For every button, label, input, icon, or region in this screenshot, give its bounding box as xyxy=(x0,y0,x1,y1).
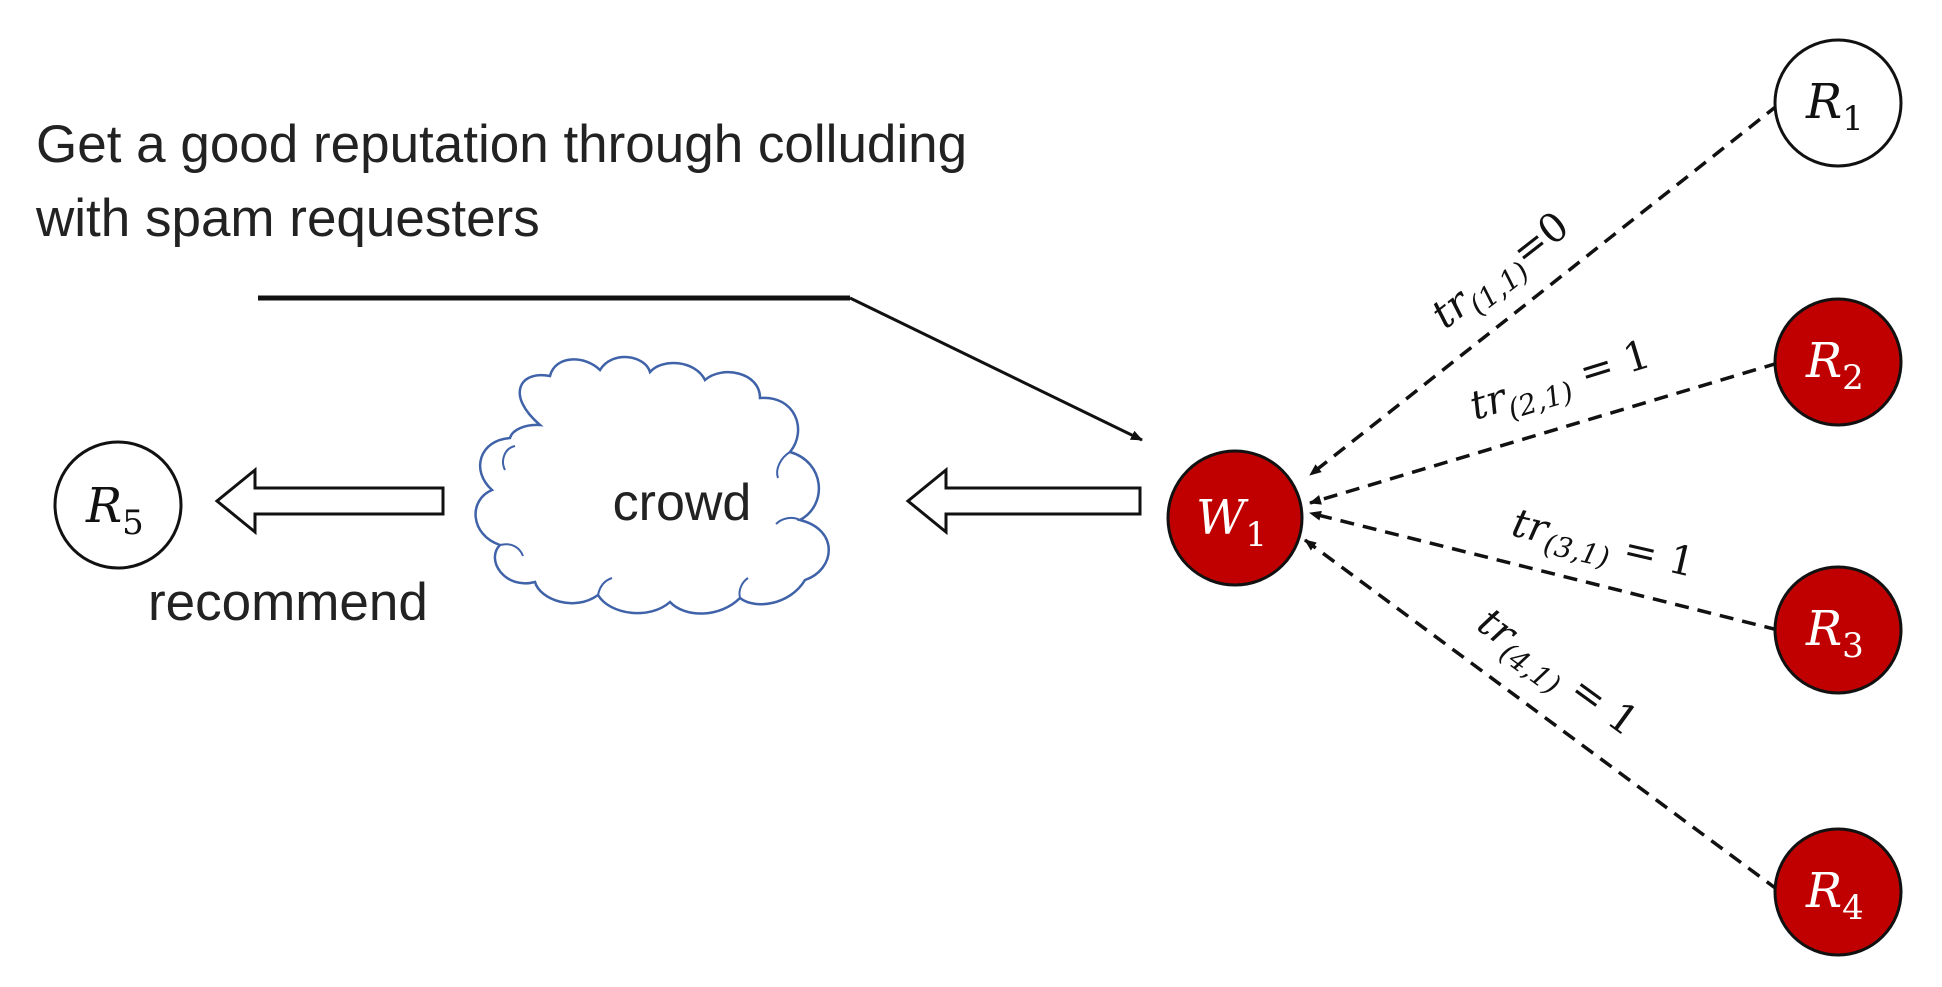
node-r3-sub: 3 xyxy=(1842,626,1864,666)
node-r3: R3 xyxy=(1773,565,1903,695)
svg-text:R3: R3 xyxy=(1805,601,1864,666)
svg-text:R4: R4 xyxy=(1805,863,1864,928)
crowd-cloud: crowd xyxy=(474,355,830,615)
node-r2: R2 xyxy=(1773,297,1903,427)
edge-r4-w1 xyxy=(1303,538,1780,892)
svg-text:R2: R2 xyxy=(1805,333,1864,398)
trust-edges xyxy=(1303,103,1780,892)
node-r2-sub: 2 xyxy=(1842,358,1864,398)
svg-text:tr(2,1) = 1: tr(2,1) = 1 xyxy=(1464,331,1657,436)
node-r1-base: R xyxy=(1805,74,1842,130)
edge-r2-w1 xyxy=(1309,361,1779,505)
caption-line-1: Get a good reputation through colluding xyxy=(36,115,968,174)
recommend-label: recommend xyxy=(148,573,428,632)
edge-r3-w1 xyxy=(1309,510,1779,632)
caption-pointer xyxy=(258,295,1143,442)
svg-text:R1: R1 xyxy=(1805,74,1864,139)
svg-text:tr(4,1) = 1: tr(4,1) = 1 xyxy=(1465,599,1647,751)
edge-label-r2: tr(2,1) = 1 xyxy=(1464,331,1657,436)
node-w1-base: W xyxy=(1196,490,1249,546)
node-r3-base: R xyxy=(1805,601,1842,657)
caption: Get a good reputation through colluding … xyxy=(36,108,967,256)
edge-label-r3: tr(3,1) = 1 xyxy=(1506,500,1700,593)
crowd-label: crowd xyxy=(613,474,752,532)
node-w1: W1 xyxy=(1166,449,1304,587)
node-r1: R1 xyxy=(1773,38,1903,168)
edge-label-r4: tr(4,1) = 1 xyxy=(1465,599,1647,751)
node-r5: R5 xyxy=(53,440,183,570)
node-r4-base: R xyxy=(1805,863,1842,919)
node-w1-sub: 1 xyxy=(1245,515,1267,555)
svg-text:tr(3,1) = 1: tr(3,1) = 1 xyxy=(1506,500,1699,593)
caption-line-2: with spam requesters xyxy=(36,189,540,248)
node-r2-base: R xyxy=(1805,333,1842,389)
node-r4-sub: 4 xyxy=(1842,888,1864,928)
node-r5-sub: 5 xyxy=(122,503,144,543)
node-r5-base: R xyxy=(85,478,122,534)
svg-text:R5: R5 xyxy=(85,478,144,543)
svg-text:W1: W1 xyxy=(1196,490,1267,555)
node-r4: R4 xyxy=(1773,827,1903,957)
block-arrow-crowd-to-r5 xyxy=(214,466,445,536)
block-arrow-worker-to-crowd xyxy=(905,466,1142,536)
node-r1-sub: 1 xyxy=(1842,99,1864,139)
edge-r1-w1 xyxy=(1308,103,1780,477)
